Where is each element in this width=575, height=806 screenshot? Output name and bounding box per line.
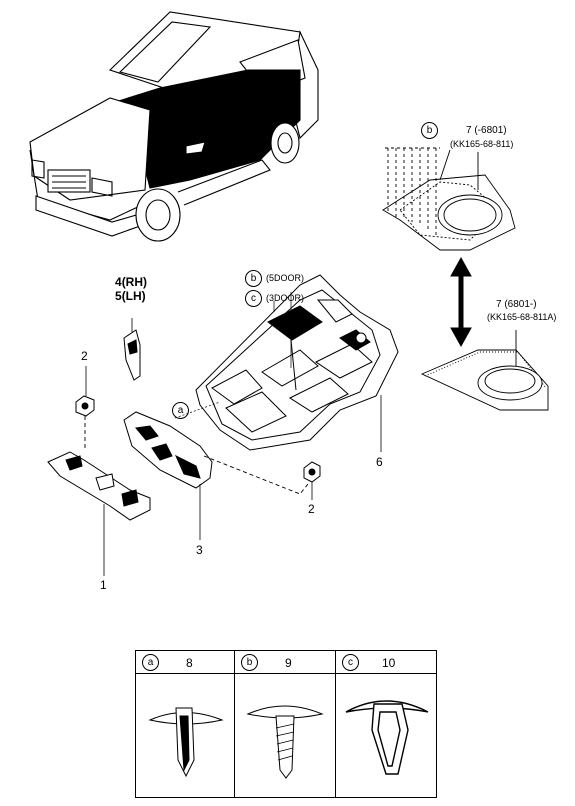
callout-part-5-side: (LH) bbox=[121, 289, 146, 303]
clip-c-icon bbox=[345, 700, 429, 775]
callout-part-5-number: 5 bbox=[115, 289, 122, 303]
legend-number-10: 10 bbox=[382, 656, 396, 670]
callout-part-4-side: (RH) bbox=[121, 275, 148, 289]
marker-a-carpet: a bbox=[172, 402, 189, 419]
legend-cell-a: a 8 bbox=[136, 651, 235, 797]
clip-a-icon bbox=[148, 707, 224, 778]
floor-carpet bbox=[195, 274, 399, 451]
legend-cell-c: c 10 bbox=[336, 651, 436, 797]
marker-b-upper: b bbox=[421, 122, 438, 139]
callout-part-5: 5(LH) bbox=[115, 290, 146, 302]
legend-marker-a: a bbox=[142, 654, 159, 671]
nut-fastener-right bbox=[303, 461, 321, 483]
double-arrow-icon bbox=[450, 256, 472, 348]
fastener-legend-table: a 8 b 9 c 10 bbox=[135, 650, 437, 798]
callout-part-1: 1 bbox=[100, 578, 107, 592]
legend-marker-c: c bbox=[342, 654, 359, 671]
door-note-b-marker: b bbox=[245, 270, 262, 287]
callout-part-6: 6 bbox=[376, 455, 383, 469]
floor-bracket bbox=[47, 451, 151, 521]
callout-part-7-upper: 7 (-6801) bbox=[466, 126, 507, 136]
clip-b-icon bbox=[246, 705, 324, 779]
callout-part-3: 3 bbox=[196, 543, 203, 557]
callout-part-7-upper-code: (KK165-68-811) bbox=[450, 139, 514, 149]
vehicle-illustration bbox=[29, 11, 319, 242]
nut-fastener-left bbox=[75, 395, 95, 417]
insulator-panel-upper bbox=[382, 147, 516, 251]
insulator-panel-lower bbox=[420, 330, 549, 411]
legend-number-8: 8 bbox=[186, 656, 193, 670]
callout-part-7-lower: 7 (6801-) bbox=[496, 300, 537, 310]
legend-number-9: 9 bbox=[285, 656, 292, 670]
callout-part-4: 4(RH) bbox=[115, 276, 147, 288]
callout-part-7-lower-number: 7 bbox=[496, 299, 502, 310]
door-note-b-text: (5DOOR) bbox=[266, 273, 304, 283]
callout-part-7-upper-number: 7 bbox=[466, 125, 472, 136]
callout-part-7-upper-range: (-6801) bbox=[474, 125, 507, 136]
legend-header-row bbox=[136, 651, 436, 674]
door-note-c-text: (3DOOR) bbox=[266, 293, 304, 303]
callout-part-4-number: 4 bbox=[115, 275, 122, 289]
legend-marker-b: b bbox=[241, 654, 258, 671]
legend-cell-b: b 9 bbox=[235, 651, 336, 797]
under-cover-panel bbox=[123, 411, 213, 489]
callout-part-7-lower-range: (6801-) bbox=[504, 299, 537, 310]
side-trim-piece bbox=[123, 329, 141, 381]
callout-part-7-lower-code: (KK165-68-811A) bbox=[487, 312, 557, 322]
callout-part-2-left: 2 bbox=[81, 349, 88, 363]
door-note-c-marker: c bbox=[245, 290, 262, 307]
callout-part-2-right: 2 bbox=[308, 502, 315, 516]
